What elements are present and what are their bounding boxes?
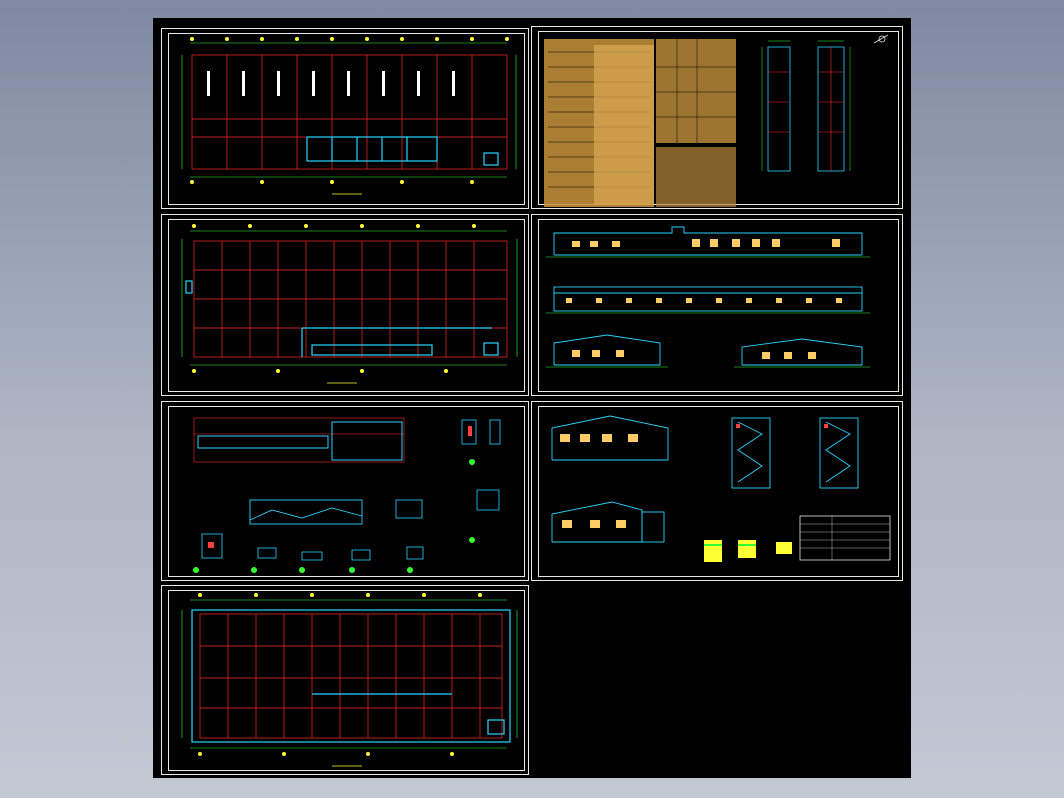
grid-bubbles (192, 224, 476, 373)
schedule-block-lines (704, 544, 756, 546)
column-section-views (767, 46, 845, 172)
side-elevation (553, 286, 863, 312)
schedule-table (656, 39, 736, 143)
sheet-border (538, 406, 899, 577)
walls (191, 609, 511, 743)
end-elevations (553, 334, 863, 366)
floor-plan-1-drawing (181, 37, 517, 195)
walls (306, 136, 499, 166)
column-grid (193, 240, 508, 358)
small-details (201, 419, 501, 561)
sheet-roof-plan[interactable] (161, 585, 529, 775)
grid-bubbles (190, 37, 509, 184)
partial-plan (193, 417, 405, 463)
dimension-lines (181, 230, 518, 366)
details-drawing (193, 417, 501, 573)
title-block-lines (800, 516, 890, 560)
detail-fills (208, 426, 472, 548)
schedule-blocks (704, 540, 792, 562)
sheet-border (168, 590, 525, 771)
fixtures (207, 71, 455, 96)
section-b-windows (562, 520, 626, 528)
ground-lines (546, 256, 870, 368)
dimension-lines (181, 42, 517, 178)
stair-section-1 (731, 417, 771, 489)
sheet-border (168, 406, 525, 577)
column-grid (199, 613, 503, 739)
section-elevation-b (551, 501, 665, 543)
sections-stairs-drawing (551, 415, 891, 562)
sheet-elevations-1[interactable] (531, 214, 903, 396)
drawing-canvas (153, 18, 911, 778)
sheet-floor-plan-1[interactable] (161, 28, 529, 209)
front-elevation-windows (572, 239, 840, 247)
legend-table (656, 147, 736, 207)
floor-plan-2-drawing (181, 224, 518, 384)
title-block-table (799, 515, 891, 561)
notes-block-2 (594, 45, 654, 205)
roof-plan-drawing (181, 593, 518, 767)
sheet-border (538, 219, 899, 392)
side-elevation-windows (566, 298, 842, 303)
stair-section-2 (819, 417, 859, 489)
sheet-design-notes[interactable] (531, 26, 903, 209)
section-elevation-a (551, 415, 669, 461)
stair-highlights (736, 424, 828, 428)
table-grid (656, 39, 736, 143)
sheet-details[interactable] (161, 401, 529, 581)
design-notes-drawing (544, 34, 889, 207)
section-dims (761, 40, 851, 171)
sheet-floor-plan-2[interactable] (161, 214, 529, 396)
front-elevation (553, 226, 863, 256)
section-a-windows (560, 434, 638, 442)
section-grid-lines (768, 47, 844, 171)
walls (185, 280, 499, 357)
dimension-lines (181, 599, 518, 749)
grid-bubbles (198, 593, 482, 756)
end-elevation-windows (572, 350, 816, 359)
sheet-border (168, 33, 525, 205)
detail-callouts (193, 459, 475, 573)
elevations-1-drawing (546, 226, 870, 368)
wall-section-detail (249, 499, 363, 525)
sheet-border (168, 219, 525, 392)
partial-plan-walls (197, 421, 403, 461)
sheet-sections-stairs[interactable] (531, 401, 903, 581)
north-arrow-icon (873, 34, 889, 44)
